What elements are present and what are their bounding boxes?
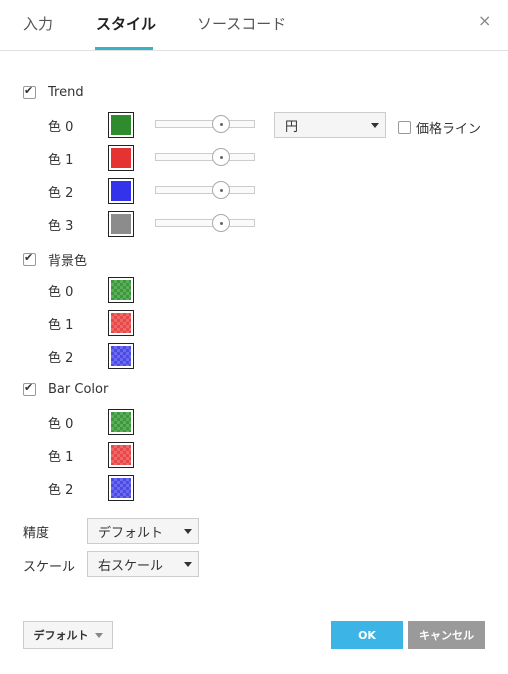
trend-label: Trend <box>48 85 84 100</box>
swatch-fill <box>111 445 131 465</box>
ok-button[interactable]: OK <box>331 621 403 649</box>
scale-label: スケール <box>23 560 76 575</box>
bar-color-checkbox[interactable] <box>23 381 36 396</box>
swatch-fill <box>111 313 131 333</box>
precision-select[interactable]: デフォルト <box>87 518 199 544</box>
color-label: 色 2 <box>48 350 74 366</box>
bar-color-row-0: 色 0 <box>48 409 134 435</box>
swatch-fill <box>111 412 131 432</box>
background-row-0: 色 0 <box>48 277 134 303</box>
color-swatch-green[interactable] <box>108 112 134 138</box>
opacity-slider[interactable] <box>155 214 255 232</box>
bar-color-section-header: Bar Color <box>23 381 109 397</box>
background-label: 背景色 <box>48 254 88 269</box>
chevron-down-icon <box>371 123 379 128</box>
tab-input[interactable]: 入力 <box>23 15 54 33</box>
scale-select-value: 右スケール <box>98 558 164 574</box>
color-swatch-blue[interactable] <box>108 343 134 369</box>
scale-select[interactable]: 右スケール <box>87 551 199 577</box>
slider-track <box>155 219 255 227</box>
bar-color-label: Bar Color <box>48 382 109 397</box>
trend-section-header: Trend <box>23 84 84 100</box>
default-button[interactable]: デフォルト <box>23 621 113 649</box>
color-swatch-blue[interactable] <box>108 178 134 204</box>
swatch-fill <box>111 478 131 498</box>
background-row-2: 色 2 <box>48 343 134 369</box>
tab-bar: 入力 スタイル ソースコード × <box>0 0 508 51</box>
slider-track <box>155 120 255 128</box>
color-label: 色 0 <box>48 284 74 300</box>
color-label: 色 0 <box>48 416 74 432</box>
shape-select[interactable]: 円 <box>274 112 386 138</box>
shape-select-value: 円 <box>285 119 299 135</box>
chevron-down-icon <box>184 562 192 567</box>
price-line-label: 価格ライン <box>416 122 482 137</box>
color-swatch-green[interactable] <box>108 277 134 303</box>
bar-color-row-2: 色 2 <box>48 475 134 501</box>
background-row-1: 色 1 <box>48 310 134 336</box>
color-label: 色 1 <box>48 152 74 168</box>
color-label: 色 1 <box>48 449 74 465</box>
color-label: 色 3 <box>48 218 74 234</box>
color-swatch-gray[interactable] <box>108 211 134 237</box>
swatch-fill <box>111 280 131 300</box>
opacity-slider[interactable] <box>155 115 255 133</box>
color-swatch-green[interactable] <box>108 409 134 435</box>
slider-knob[interactable] <box>212 115 230 133</box>
chevron-down-icon <box>94 632 103 638</box>
background-section-header: 背景色 <box>23 250 87 269</box>
color-label: 色 1 <box>48 317 74 333</box>
swatch-fill <box>111 181 131 201</box>
slider-knob[interactable] <box>212 148 230 166</box>
active-tab-indicator <box>95 47 153 50</box>
color-label: 色 2 <box>48 185 74 201</box>
price-line-checkbox[interactable] <box>398 121 411 134</box>
color-swatch-blue[interactable] <box>108 475 134 501</box>
bar-color-row-1: 色 1 <box>48 442 134 468</box>
close-icon[interactable]: × <box>478 11 492 30</box>
slider-knob[interactable] <box>212 181 230 199</box>
swatch-fill <box>111 214 131 234</box>
color-swatch-red[interactable] <box>108 310 134 336</box>
swatch-fill <box>111 148 131 168</box>
slider-knob[interactable] <box>212 214 230 232</box>
price-line-option: 価格ライン <box>398 118 481 137</box>
trend-row-3: 色 3 <box>48 211 255 237</box>
slider-track <box>155 186 255 194</box>
precision-label: 精度 <box>23 526 50 541</box>
slider-track <box>155 153 255 161</box>
swatch-fill <box>111 346 131 366</box>
color-swatch-red[interactable] <box>108 442 134 468</box>
color-label: 色 0 <box>48 119 74 135</box>
trend-row-2: 色 2 <box>48 178 255 204</box>
tab-style[interactable]: スタイル <box>96 15 157 33</box>
color-swatch-red[interactable] <box>108 145 134 171</box>
color-label: 色 2 <box>48 482 74 498</box>
trend-row-1: 色 1 <box>48 145 255 171</box>
tab-source-code[interactable]: ソースコード <box>197 15 287 33</box>
trend-checkbox[interactable] <box>23 84 36 99</box>
chevron-down-icon <box>184 529 192 534</box>
opacity-slider[interactable] <box>155 148 255 166</box>
cancel-button[interactable]: キャンセル <box>408 621 485 649</box>
default-button-label: デフォルト <box>33 629 89 642</box>
background-checkbox[interactable] <box>23 251 36 266</box>
opacity-slider[interactable] <box>155 181 255 199</box>
precision-select-value: デフォルト <box>98 525 164 541</box>
swatch-fill <box>111 115 131 135</box>
trend-row-0: 色 0 <box>48 112 255 138</box>
